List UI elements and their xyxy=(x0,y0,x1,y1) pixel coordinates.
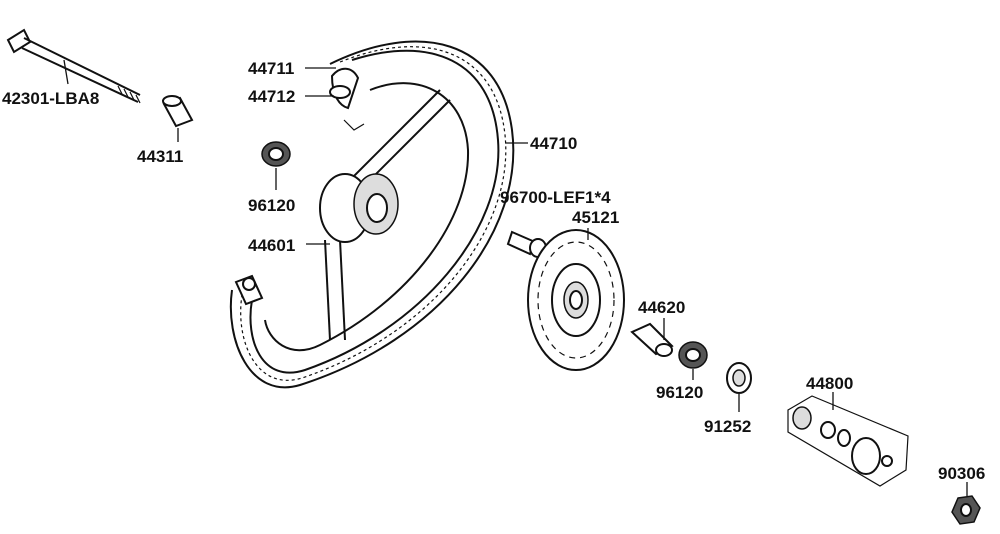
part-label-44712: 44712 xyxy=(248,87,295,106)
leader-lines xyxy=(63,59,968,496)
part-labels: 42301-LBA8 44311 44711 44712 44710 96120… xyxy=(2,59,985,483)
part-label-44710: 44710 xyxy=(530,134,577,153)
part-label-96120-upper: 96120 xyxy=(248,196,295,215)
spacer-drawing[interactable] xyxy=(162,95,194,128)
part-label-44800: 44800 xyxy=(806,374,853,393)
wheel-drawing[interactable] xyxy=(229,40,515,389)
part-label-91252: 91252 xyxy=(704,417,751,436)
bearing-upper-drawing[interactable] xyxy=(261,141,291,167)
oil-seal-drawing[interactable] xyxy=(726,362,752,394)
part-label-45121: 45121 xyxy=(572,208,619,227)
part-label-42301: 42301-LBA8 xyxy=(2,89,99,108)
part-label-44311: 44311 xyxy=(137,147,183,166)
axle-drawing[interactable] xyxy=(6,28,141,104)
axle-nut-drawing[interactable] xyxy=(951,495,981,525)
brake-disc-drawing[interactable] xyxy=(527,229,625,371)
part-label-44711: 44711 xyxy=(248,59,294,78)
bearing-lower-drawing[interactable] xyxy=(678,341,708,369)
part-label-44620: 44620 xyxy=(638,298,685,317)
collar-drawing[interactable] xyxy=(630,322,674,357)
part-label-96700: 96700-LEF1*4 xyxy=(500,188,611,207)
part-label-90306: 90306 xyxy=(938,464,985,483)
part-label-96120-lower: 96120 xyxy=(656,383,703,402)
gearbox-assembly-drawing[interactable] xyxy=(787,395,909,487)
part-label-44601: 44601 xyxy=(248,236,295,255)
